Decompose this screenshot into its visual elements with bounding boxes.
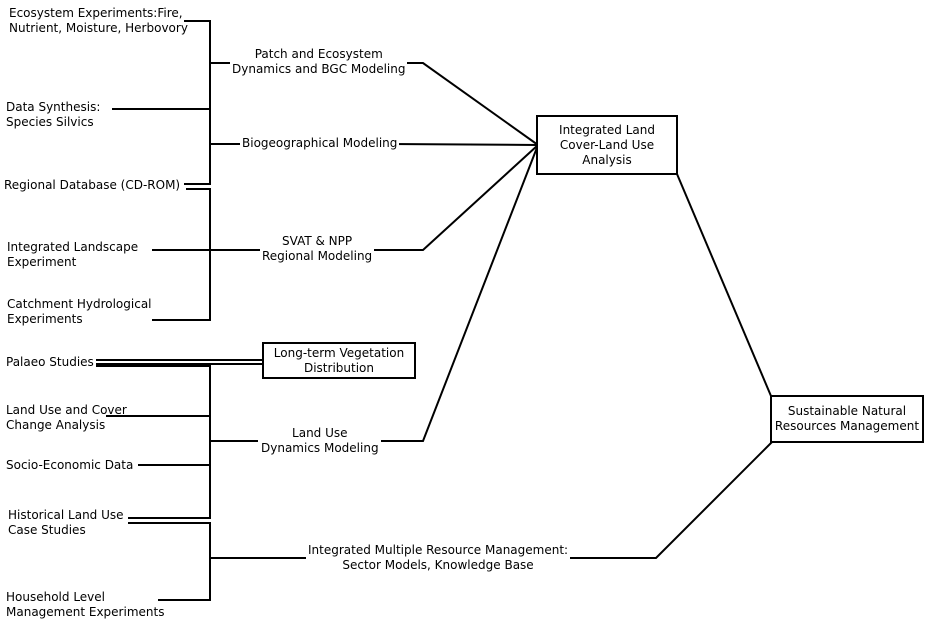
label-svat-npp-modeling: SVAT & NPP Regional Modeling — [260, 234, 375, 264]
label-patch-ecosystem-modeling: Patch and Ecosystem Dynamics and BGC Mod… — [230, 47, 408, 77]
label-household-level: Household Level Management Experiments — [6, 590, 165, 619]
connector-land-use-group — [96, 365, 211, 519]
edge-biogeo-to-integrated — [388, 143, 539, 146]
edge-integrated-to-sustainable — [676, 173, 772, 397]
label-land-use-cover-change: Land Use and Cover Change Analysis — [6, 403, 127, 432]
label-integrated-multiple-resource: Integrated Multiple Resource Management:… — [306, 543, 571, 573]
label-ecosystem-experiments: Ecosystem Experiments:Fire, Nutrient, Mo… — [9, 6, 188, 35]
label-palaeo-studies: Palaeo Studies — [6, 355, 94, 369]
label-integrated-landscape: Integrated Landscape Experiment — [7, 240, 139, 269]
box-sustainable-natural-resources: Sustainable Natural Resources Management — [770, 395, 924, 443]
connector-regional-db — [152, 188, 211, 321]
box-long-term-vegetation: Long-term Vegetation Distribution — [262, 342, 416, 379]
label-land-use-dynamics-modeling: Land Use Dynamics Modeling — [259, 426, 381, 456]
connector-household-group — [128, 522, 211, 601]
label-regional-database: Regional Database (CD-ROM) — [4, 178, 181, 192]
label-catchment-hydrological: Catchment Hydrological Experiments — [7, 297, 152, 326]
connector-ecosystem — [184, 20, 211, 185]
edge-landuse-to-integrated — [378, 144, 539, 442]
label-data-synthesis: Data Synthesis: Species Silvics — [6, 100, 101, 129]
label-biogeographical-modeling: Biogeographical Modeling — [240, 136, 400, 151]
edge-multiple-to-sustainable — [558, 441, 773, 559]
box-integrated-land-cover: Integrated Land Cover-Land Use Analysis — [536, 115, 678, 175]
edge-patch-to-integrated — [405, 62, 539, 146]
label-historical-land-use: Historical Land Use Case Studies — [8, 508, 124, 537]
edge-svat-to-integrated — [370, 144, 539, 251]
label-socio-economic-data: Socio-Economic Data — [6, 458, 134, 472]
